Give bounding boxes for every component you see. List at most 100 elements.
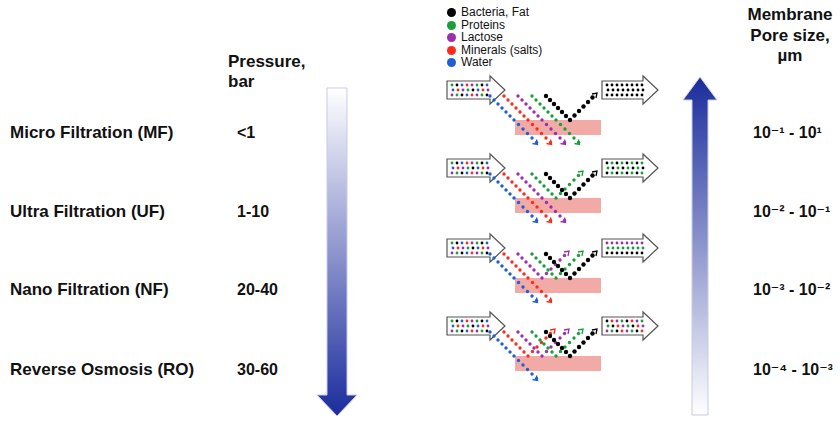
- permeate-head: [533, 218, 538, 223]
- particle-dot: [486, 172, 489, 175]
- particle-dot: [637, 167, 640, 170]
- pressure-value: 20-40: [237, 280, 278, 299]
- particle-dot: [486, 84, 489, 87]
- particle-dot: [508, 350, 511, 353]
- particle-dot: [512, 196, 515, 199]
- particle-dot: [451, 242, 454, 245]
- particle-dot: [452, 167, 455, 170]
- particle-dot: [616, 94, 619, 97]
- particle-dot: [517, 281, 520, 284]
- particle-dot: [637, 89, 640, 92]
- particle-dot: [472, 325, 475, 328]
- particle-dot: [471, 84, 474, 87]
- pore-size-value: 10⁻⁴ - 10⁻³: [753, 360, 833, 379]
- particle-dot: [520, 256, 523, 259]
- particle-dot: [544, 252, 548, 256]
- particle-dot: [500, 106, 503, 109]
- particle-dot: [512, 118, 515, 121]
- particle-dot: [607, 247, 610, 250]
- particle-dot: [526, 276, 529, 279]
- particle-dot: [622, 167, 625, 170]
- particle-dot: [456, 172, 459, 175]
- particle-dot: [631, 242, 634, 245]
- particle-dot: [577, 254, 580, 257]
- particle-dot: [508, 192, 511, 195]
- particle-dot: [548, 334, 552, 338]
- retentate-arrow: [602, 312, 658, 340]
- particle-dot: [476, 252, 479, 255]
- particle-dot: [544, 214, 547, 217]
- particle-dot: [517, 201, 520, 204]
- particle-dot: [506, 98, 509, 101]
- particle-dot: [552, 102, 556, 106]
- particle-dot: [508, 272, 511, 275]
- particle-dot: [616, 172, 619, 175]
- particle-dot: [607, 167, 610, 170]
- particle-dot: [534, 256, 537, 259]
- particle-dot: [502, 172, 505, 175]
- pressure-value: 1-10: [237, 202, 269, 221]
- particle-dot: [549, 127, 552, 130]
- pore-size-value: 10⁻³ - 10⁻²: [753, 280, 830, 299]
- particle-dot: [526, 132, 529, 135]
- particle-dot: [481, 242, 484, 245]
- particle-dot: [572, 336, 575, 339]
- particle-dot: [530, 172, 533, 175]
- particle-dot: [476, 162, 479, 165]
- particle-dot: [472, 247, 475, 250]
- particle-dot: [516, 330, 519, 333]
- particle-dot: [486, 330, 489, 333]
- particle-dot: [540, 276, 543, 279]
- particle-dot: [522, 192, 525, 195]
- particle-dot: [456, 242, 459, 245]
- particle-dot: [572, 349, 576, 353]
- particle-dot: [546, 188, 549, 191]
- particle-dot: [526, 118, 529, 121]
- particle-dot: [559, 272, 562, 275]
- particle-dot: [632, 247, 635, 250]
- particle-dot: [631, 84, 634, 87]
- particle-dot: [540, 196, 543, 199]
- particle-dot: [467, 325, 470, 328]
- particle-dot: [504, 188, 507, 191]
- particle-dot: [518, 346, 521, 349]
- particle-dot: [481, 252, 484, 255]
- particle-dot: [451, 84, 454, 87]
- particle-dot: [510, 260, 513, 263]
- particle-dot: [581, 104, 585, 108]
- particle-dot: [517, 123, 520, 126]
- particle-dot: [516, 252, 519, 255]
- legend-swatch: [447, 21, 456, 30]
- particle-dot: [627, 89, 630, 92]
- particle-dot: [546, 268, 549, 271]
- particle-dot: [518, 110, 521, 113]
- axis-header: Membrane Pore size, µm: [744, 5, 836, 66]
- particle-dot: [631, 162, 634, 165]
- particle-dot: [532, 110, 535, 113]
- particle-dot: [487, 167, 490, 170]
- feed-arrow: [447, 154, 505, 182]
- particle-dot: [641, 320, 644, 323]
- particle-dot: [540, 132, 543, 135]
- pore-size-arrow: [683, 77, 717, 415]
- particle-dot: [461, 330, 464, 333]
- particle-dot: [622, 89, 625, 92]
- particle-dot: [538, 260, 541, 263]
- particle-dot: [476, 330, 479, 333]
- particle-dot: [622, 325, 625, 328]
- particle-dot: [560, 110, 564, 114]
- particle-dot: [558, 136, 561, 139]
- particle-dot: [586, 258, 590, 262]
- particle-dot: [637, 325, 640, 328]
- permeate-head: [575, 140, 580, 145]
- particle-dot: [544, 136, 547, 139]
- particle-dot: [512, 354, 515, 357]
- particle-dot: [564, 272, 568, 276]
- particle-dot: [536, 192, 539, 195]
- particle-dot: [617, 89, 620, 92]
- particle-dot: [568, 183, 571, 186]
- particle-dot: [536, 272, 539, 275]
- particle-dot: [526, 210, 529, 213]
- retentate-arrow: [602, 234, 658, 262]
- particle-dot: [550, 272, 553, 275]
